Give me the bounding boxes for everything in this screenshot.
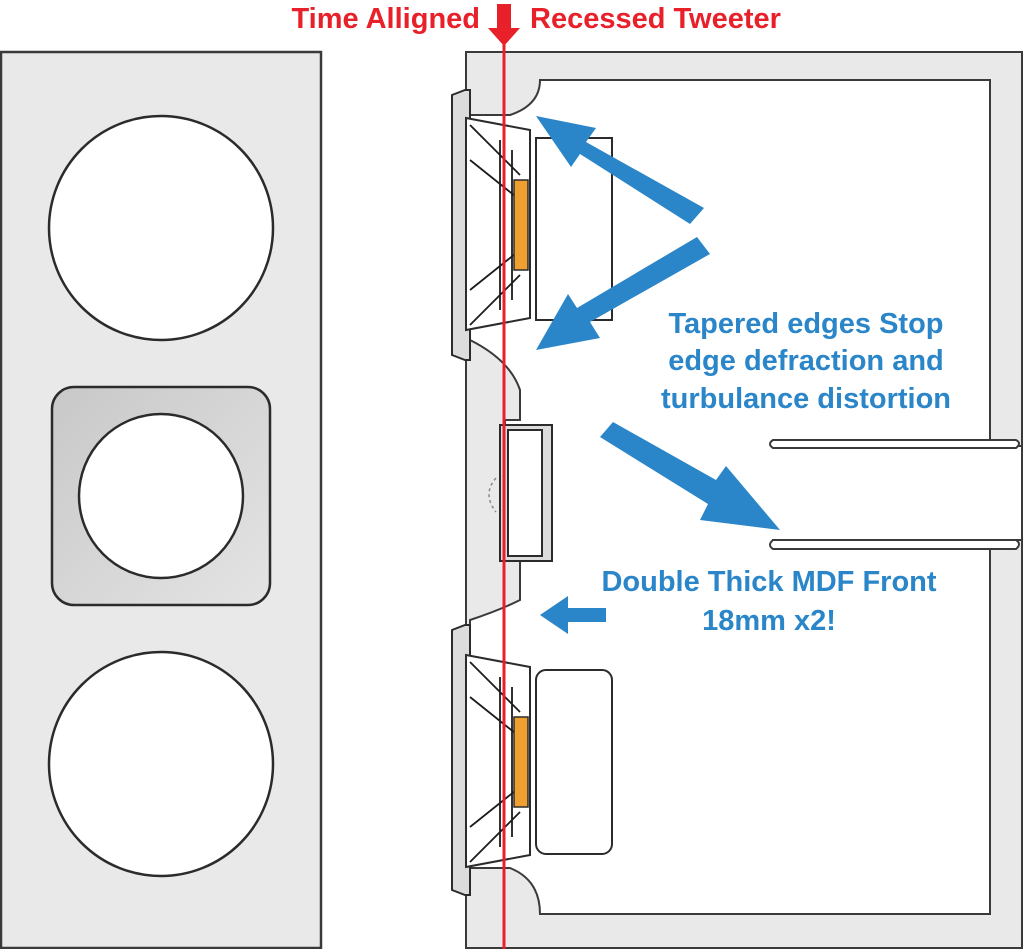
upper-voice-coil [513, 179, 529, 271]
upper-woofer-magnet [535, 137, 613, 321]
label-tapered-line1: Tapered edges Stop [668, 308, 943, 340]
tweeter-magnet [507, 429, 543, 557]
arrow-brace-icon [600, 422, 780, 530]
arrow-mdf-front-icon [540, 596, 606, 634]
upper-woofer [451, 89, 613, 361]
lower-woofer-magnet [535, 669, 613, 855]
upper-woofer-cutout [47, 114, 275, 342]
label-mdf-line1: Double Thick MDF Front [601, 566, 936, 598]
alignment-arrow-icon [488, 4, 520, 46]
lower-voice-coil [513, 716, 529, 808]
callout-arrows [536, 116, 780, 634]
arrow-lower-taper-icon [536, 237, 710, 350]
label-recessed-tweeter: Recessed Tweeter [530, 3, 781, 35]
upper-woofer-basket [465, 116, 531, 332]
internal-brace-lower [769, 539, 1020, 550]
lower-woofer-basket [465, 653, 531, 869]
tweeter-cutout [77, 412, 245, 580]
recessed-tweeter [488, 424, 553, 562]
label-tapered-line3: turbulance distortion [661, 383, 951, 415]
tweeter-dome [488, 477, 497, 513]
lower-woofer [451, 624, 613, 896]
lower-woofer-cutout [47, 650, 275, 878]
internal-brace-upper [769, 439, 1020, 449]
front-view-baffle [0, 50, 323, 949]
label-mdf-line2: 18mm x2! [702, 605, 836, 637]
arrow-upper-taper-icon [536, 116, 704, 224]
label-time-aligned: Time Alligned [291, 3, 480, 35]
label-tapered-line2: edge defraction and [668, 345, 944, 377]
